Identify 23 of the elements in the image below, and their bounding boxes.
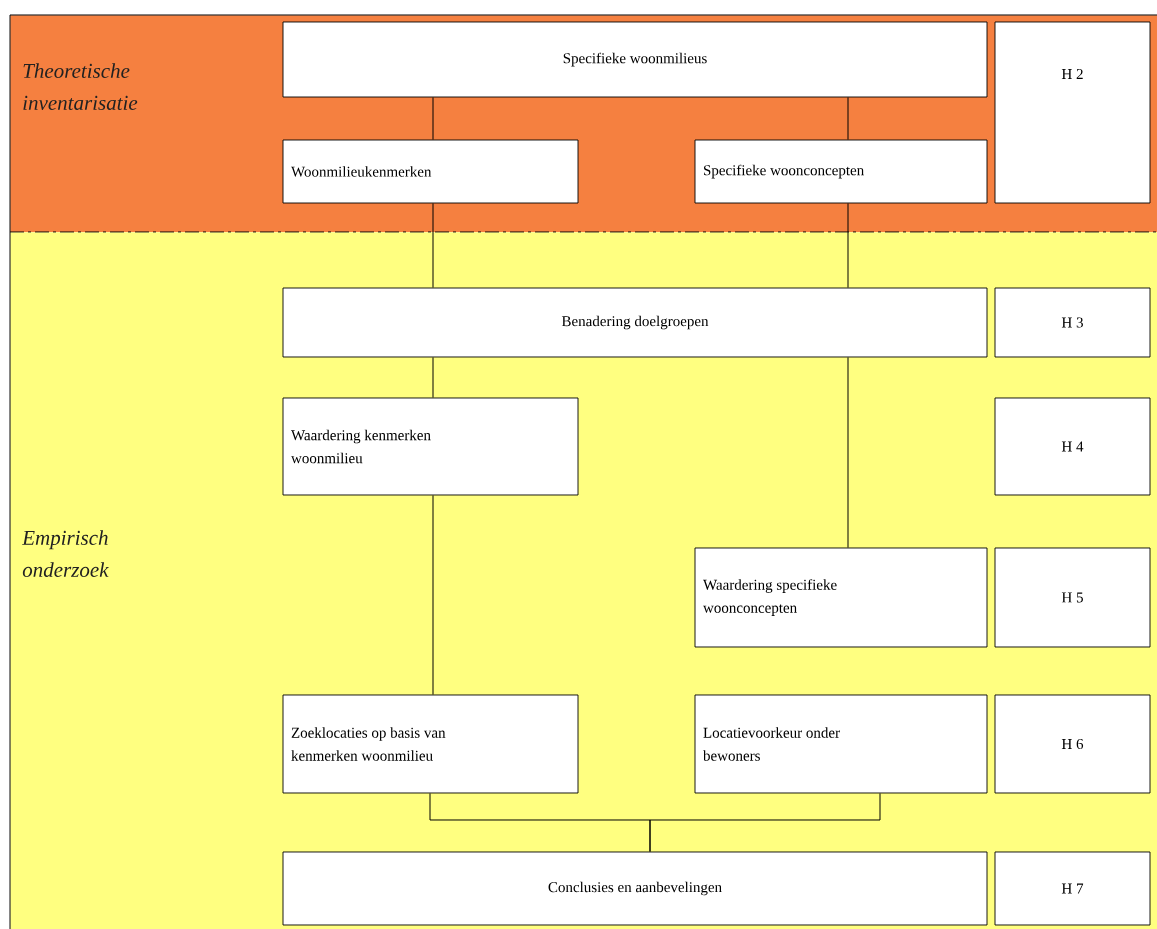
connector-line [432,96,434,141]
process-box: H 5 [994,547,1151,648]
connector-line [649,792,881,853]
process-box: Conclusies en aanbevelingen [282,851,988,926]
connector-line [432,356,434,399]
connector-line [432,494,434,696]
process-box: Waardering kenmerken woonmilieu [282,397,579,496]
connector-line [847,96,849,141]
process-box: Woonmilieukenmerken [282,139,579,204]
connector-line [847,202,849,289]
process-box: H 7 [994,851,1151,926]
process-box: Zoeklocaties op basis van kenmerken woonmilieu [282,694,579,794]
connector-line [847,356,849,549]
process-box: Locatievoorkeur onder bewoners [694,694,988,794]
process-box: H 4 [994,397,1151,496]
process-box: Specifieke woonconcepten [694,139,988,204]
process-box: H 3 [994,287,1151,358]
process-box: Benadering doelgroepen [282,287,988,358]
process-box: Waardering specifieke woonconcepten [694,547,988,648]
process-box: H 2 [994,21,1151,204]
process-box: Specifieke woonmilieus [282,21,988,98]
process-box: H 6 [994,694,1151,794]
connector-line [432,202,434,289]
